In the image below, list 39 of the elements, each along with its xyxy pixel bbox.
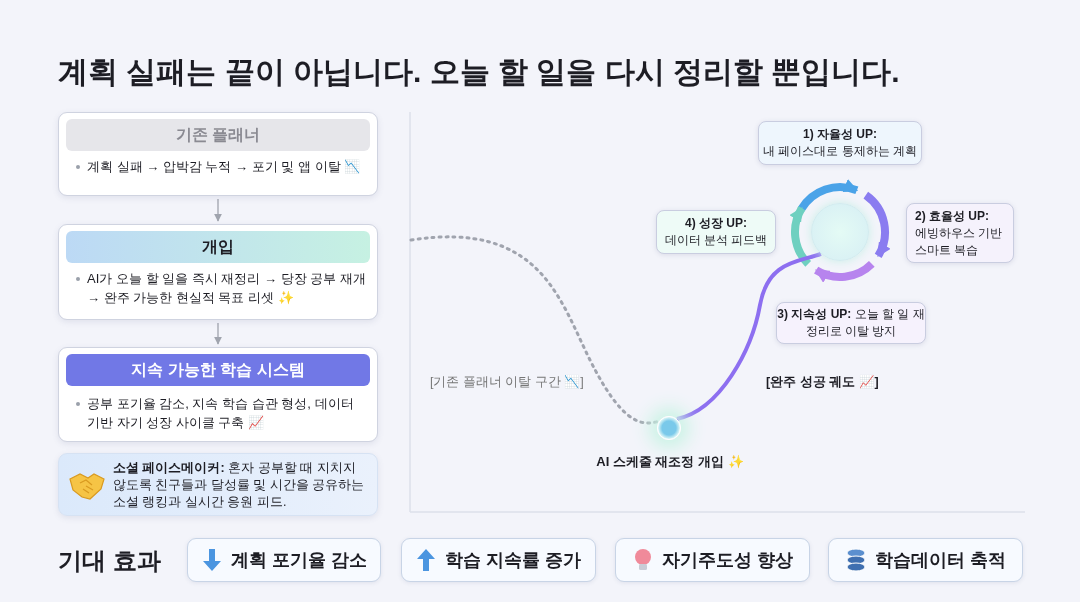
stage-card	[58, 224, 378, 320]
chip-text: 계획 포기율 감소	[231, 549, 367, 572]
chip-text: 학습데이터 축적	[875, 549, 1006, 572]
trajectory-line	[676, 251, 822, 421]
node-caption: AI 스케줄 재조정 개입 ✨	[595, 453, 745, 471]
note-card	[58, 453, 378, 516]
description-text: 소셜 페이스메이커: 혼자 공부할 때 지치지 않도록 친구들과 달성률 및 시간을 공유하는 소셜 랭킹과 실시간 응원 피드.	[113, 460, 366, 511]
hub-circle	[811, 203, 869, 261]
callout-box	[906, 203, 1014, 263]
callout-text: 내 페이스대로 통제하는 계획	[762, 143, 918, 160]
arrow	[214, 322, 222, 345]
heading-bar: 개입	[66, 231, 370, 263]
bullet-text: AI가 오늘 할 일을 즉시 재정리 → 당장 공부 재개 → 완주 가능한 현실적 목표 리셋 ✨	[87, 270, 367, 307]
stage-card	[58, 347, 378, 442]
heading-bar: 기존 플래너	[66, 119, 370, 151]
callout-text: 3) 지속성 UP: 오늘 할 일 재정리로 이탈 방지	[777, 306, 925, 340]
edge-label: [완주 성공 궤도 📈]	[766, 374, 879, 391]
callout-box	[758, 121, 922, 165]
title-text: 계획 실패는 끝이 아닙니다. 오늘 할 일을 다시 정리할 뿐입니다.	[58, 54, 900, 90]
callout-box	[656, 210, 776, 254]
dotted-curve	[409, 235, 661, 425]
chip-text: 자기주도성 향상	[662, 549, 793, 572]
chip-text: 학습 지속률 증가	[445, 549, 582, 572]
effect-chip	[401, 538, 596, 582]
callout-text: 데이터 분석 피드백	[663, 232, 769, 249]
bullet-text: 계획 실패 → 압박감 누적 → 포기 및 앱 이탈 📉	[87, 158, 362, 176]
callout-heading: 2) 효율성 UP:	[915, 207, 990, 225]
callout-text: 에빙하우스 기반 스마트 복습	[915, 224, 1004, 259]
heading-bar: 지속 가능한 학습 시스템	[66, 354, 370, 386]
effect-chip	[828, 538, 1023, 582]
arrow	[214, 198, 222, 222]
effect-chip	[187, 538, 381, 582]
bullet-text: 공부 포기율 감소, 지속 학습 습관 형성, 데이터 기반 자기 성장 사이클 구축 📈	[87, 395, 355, 432]
callout-heading: 1) 자율성 UP:	[802, 126, 878, 143]
effect-chip	[615, 538, 810, 582]
callout-heading: 4) 성장 UP:	[684, 215, 748, 232]
stage-card	[58, 112, 378, 196]
edge-label: [기존 플래너 이탈 구간 📉]	[430, 374, 584, 391]
section-label: 기대 효과	[58, 546, 161, 576]
